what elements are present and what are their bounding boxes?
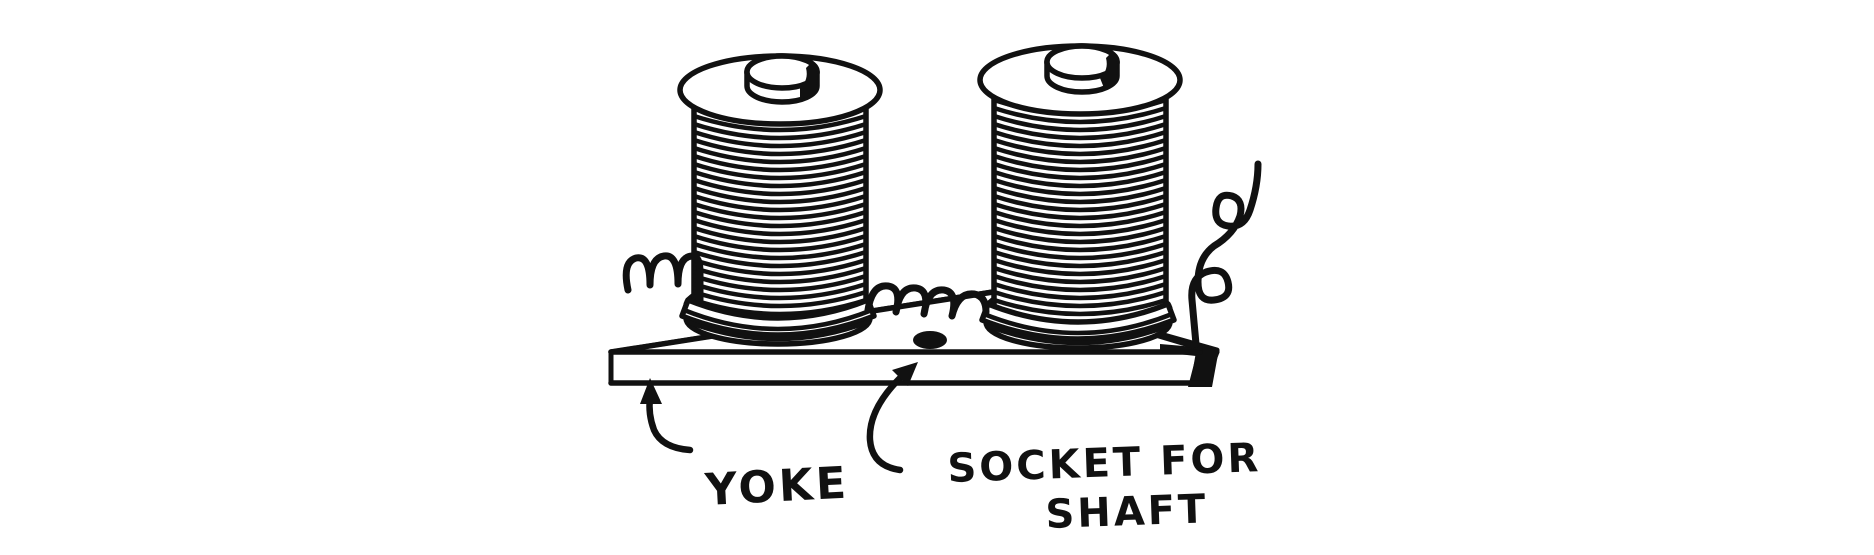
yoke-callout (640, 378, 694, 454)
yoke-label: YOKE (703, 458, 850, 517)
socket-callout (866, 362, 918, 474)
left-spool-coil (677, 53, 883, 347)
shaft-socket-hole (913, 331, 947, 349)
right-spool-coil (977, 43, 1183, 351)
right-lead-wire (1188, 160, 1262, 348)
socket-label-line1: SOCKET FOR (947, 435, 1262, 492)
center-jumper-wire (864, 282, 990, 320)
socket-label-line2: SHAFT (1045, 486, 1209, 538)
left-coil-windings (691, 97, 869, 317)
left-lead-wire (622, 252, 704, 304)
